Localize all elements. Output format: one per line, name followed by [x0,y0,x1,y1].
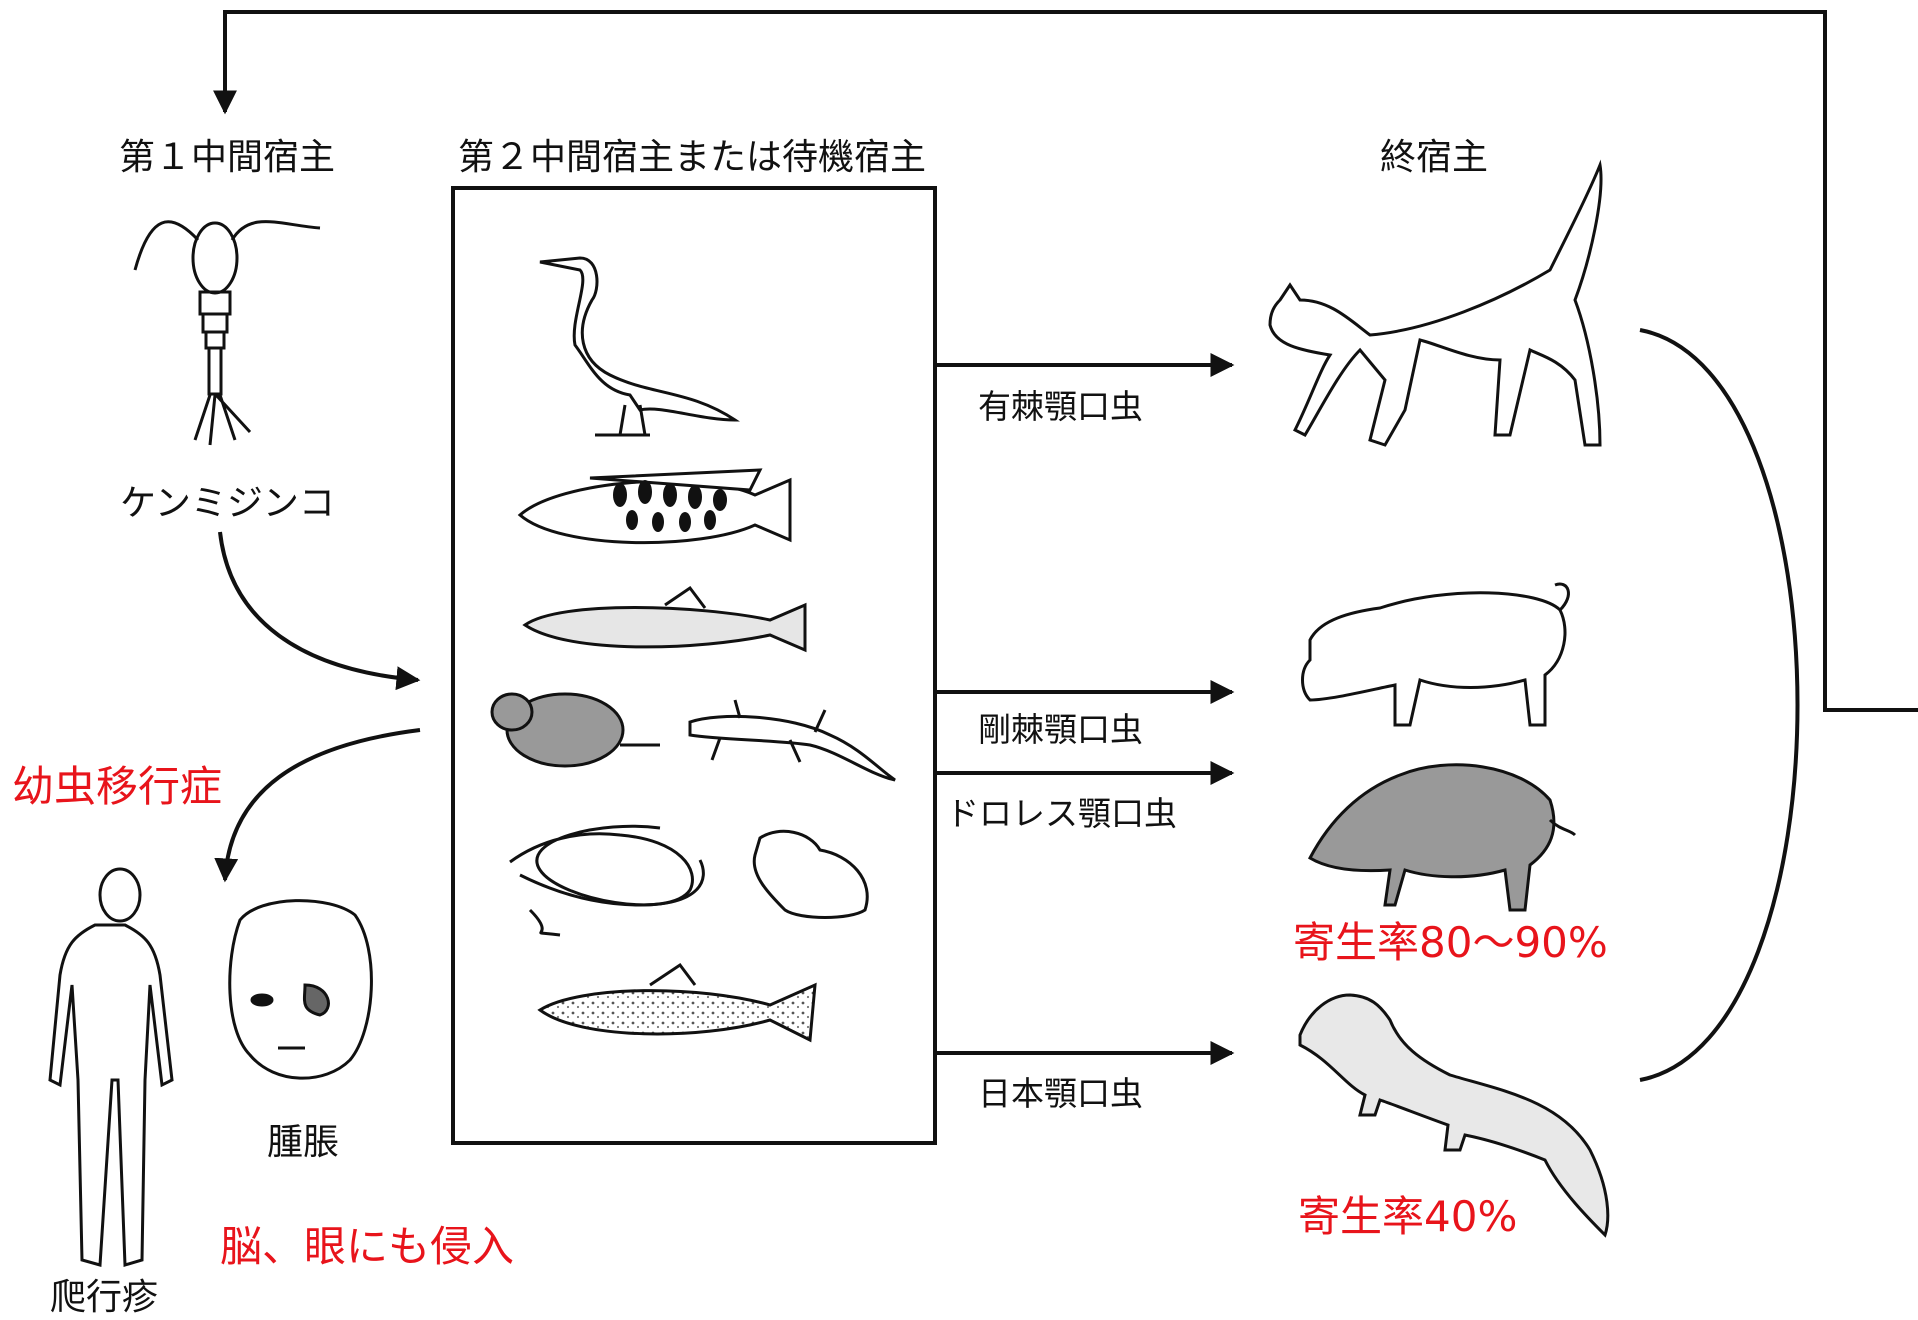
cycle-return-line [213,10,1918,712]
heron-illustration [539,256,740,437]
copepod-to-box-arrow [218,531,421,691]
snakehead-fish-illustration [517,468,792,545]
second-intermediate-host-label: 第２中間宿主または待機宿主 [458,137,927,178]
vole-illustration [490,692,660,768]
species-doloresi: ドロレス顎口虫 [946,794,1177,833]
first-intermediate-host-label: 第１中間宿主 [119,137,336,178]
copepod-label: ケンミジンコ [120,483,335,524]
larva-migrans-label: 幼虫移行症 [12,762,223,811]
species-hispidum: 剛棘顎口虫 [978,710,1143,749]
definitive-host-label: 終宿主 [1380,137,1489,178]
swollen-face-illustration [228,899,373,1080]
definitive-host-bracket [1639,328,1800,1082]
pig-illustration [1301,582,1570,727]
brain-eye-invasion-label: 脳、眼にも侵入 [220,1222,515,1271]
species-spinigerum: 有棘顎口虫 [978,387,1143,426]
salamander-illustration [688,699,896,782]
box-to-human-arrow [214,728,421,883]
weasel-illustration [1298,993,1610,1238]
loach-illustration [522,585,807,653]
species-nipponicum: 日本顎口虫 [978,1074,1143,1113]
frog-illustration [752,829,869,919]
weasel-parasitism-rate: 寄生率40% [1298,1192,1518,1241]
human-body-illustration [48,867,174,1267]
trout-illustration [537,962,817,1043]
wild-boar-illustration [1308,763,1577,912]
cat-illustration [1268,159,1603,447]
copepod-illustration [133,220,321,446]
second-host-box [451,186,937,1145]
creeping-eruption-label: 爬行疹 [50,1277,159,1318]
swelling-label: 腫脹 [267,1122,340,1163]
boar-parasitism-rate: 寄生率80〜90% [1293,918,1608,967]
eel-illustration [509,824,705,937]
